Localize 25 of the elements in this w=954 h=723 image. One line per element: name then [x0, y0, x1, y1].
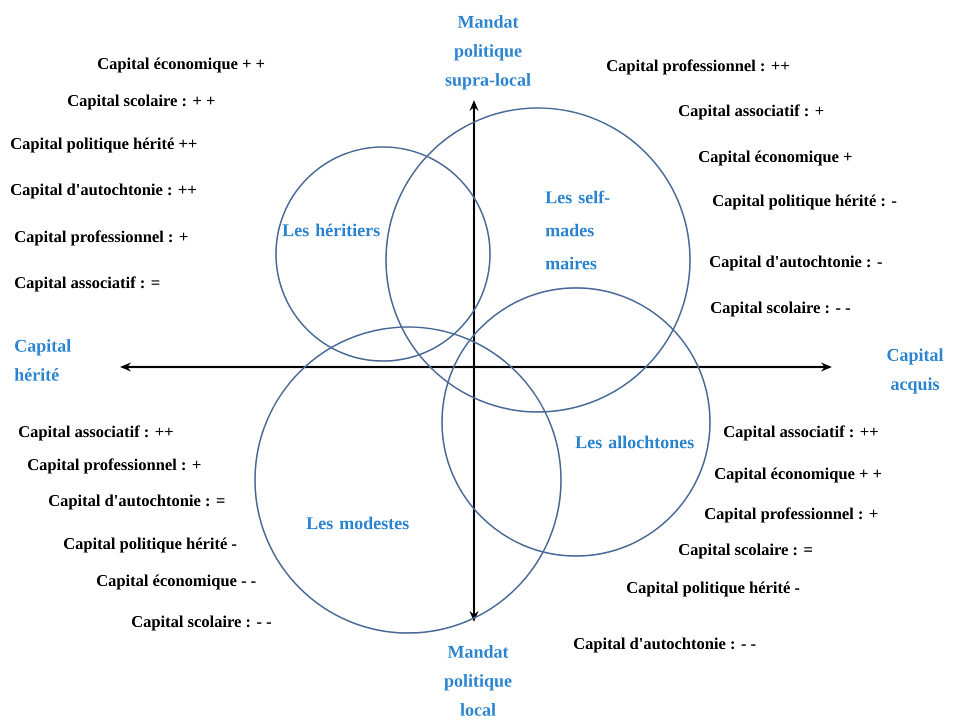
axis-label: Mandat politique supra-local [446, 15, 531, 90]
capital-rating: Capital professionnel : ++ [607, 59, 789, 75]
capital-rating: Capital professionnel : + [705, 507, 878, 523]
capital-rating: Capital associatif : = [15, 276, 160, 292]
capital-rating: Capital professionnel : + [15, 230, 188, 246]
capital-rating: Capital économique - - [97, 574, 256, 590]
capital-rating: Capital politique hérité : - [713, 194, 896, 210]
capital-rating: Capital d'autochtonie : - [710, 256, 882, 270]
capital-rating: Capital d'autochtonie : ++ [11, 184, 196, 198]
capital-rating: Capital associatif : ++ [19, 425, 173, 441]
capital-rating: Capital politique hérité - [64, 538, 236, 552]
capital-rating: Capital scolaire : + + [68, 94, 215, 110]
axis-label: Capital hérité [14, 339, 71, 381]
capital-rating: Capital professionnel : + [28, 458, 200, 474]
capital-rating: Capital politique hérité ++ [11, 138, 196, 152]
capital-rating: Capital d'autochtonie : = [49, 494, 224, 510]
capital-rating: Capital scolaire : - - [132, 616, 271, 630]
capital-rating: Capital politique hérité - [627, 582, 800, 596]
capital-rating: Capital scolaire : = [679, 544, 812, 558]
capital-rating: Capital associatif : ++ [724, 425, 878, 441]
capital-rating: Capital économique + + [98, 58, 264, 72]
capital-rating: Capital associatif : + [679, 104, 824, 120]
axis-label: Capital acquis [887, 348, 944, 394]
capital-rating: Capital d'autochtonie : - - [574, 638, 756, 652]
capital-rating: Capital scolaire : - - [711, 302, 850, 316]
